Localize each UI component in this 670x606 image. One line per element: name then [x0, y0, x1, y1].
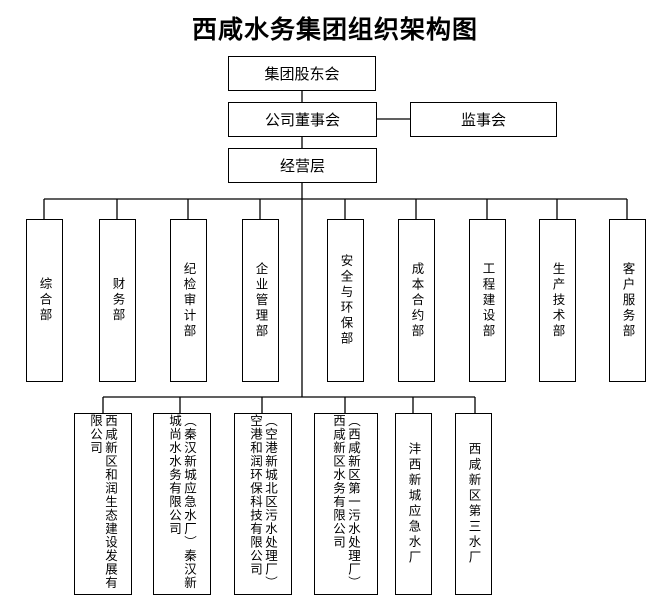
department-box: 成本合约部	[398, 219, 435, 382]
subsidiary-box: （西咸新区第一污水处理厂）西咸新区水务有限公司	[314, 413, 378, 595]
department-box: 财务部	[99, 219, 136, 382]
department-box: 综合部	[26, 219, 63, 382]
shareholders-box: 集团股东会	[228, 56, 376, 91]
subsidiary-box: （秦汉新城应急水厂）秦汉新城尚水水务有限公司	[153, 413, 211, 595]
supervisors-box: 监事会	[410, 102, 557, 137]
department-box: 工程建设部	[469, 219, 506, 382]
department-box: 安全与环保部	[327, 219, 364, 382]
department-box: 生产技术部	[539, 219, 576, 382]
department-box: 客户服务部	[609, 219, 646, 382]
subsidiary-box: 沣西新城应急水厂	[395, 413, 432, 595]
management-box: 经营层	[228, 148, 377, 183]
department-box: 企业管理部	[242, 219, 279, 382]
board-box: 公司董事会	[228, 102, 377, 137]
subsidiary-box: 西咸新区第三水厂	[455, 413, 492, 595]
subsidiary-box: 西咸新区和润生态建设发展有限公司	[74, 413, 132, 595]
department-box: 纪检审计部	[170, 219, 207, 382]
subsidiary-box: （空港新城北区污水处理厂）空港和润环保科技有限公司	[234, 413, 292, 595]
chart-title: 西咸水务集团组织架构图	[191, 15, 478, 44]
